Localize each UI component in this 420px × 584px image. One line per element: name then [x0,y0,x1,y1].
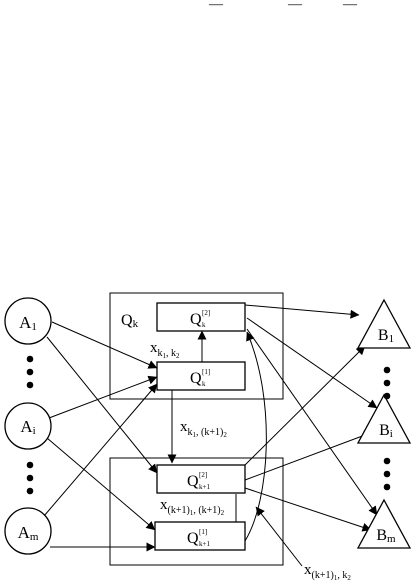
queue-box-k-2: Q [2] k [156,302,246,332]
edge-label-leader [255,506,303,567]
queue-k-plus-1-2-sup: [2] [199,471,207,479]
source-ai-label: Ai [20,417,35,437]
edge-qk12-b1 [243,345,366,467]
group-label-upper: Qk [121,312,139,330]
sink-b1-label: B1 [378,327,394,345]
sink-bi-label: Bi [379,422,393,440]
right-ellipsis-lower [383,457,391,491]
queue-k-plus-1-2-letter: Q [187,473,199,490]
sink-node-bi: Bi [356,393,412,444]
edge-qk2-b1 [244,304,360,319]
queue-k-plus-1-1-letter: Q [187,530,199,547]
group-frame-lower [109,457,284,566]
edge-ai-qk11 [46,437,156,531]
left-ellipsis-lower [26,461,34,495]
source-a1-label: A1 [19,313,37,333]
sink-node-bm: Bm [356,498,412,549]
edge-label-x-kp11-kp12: x(k+1)1, (k+1)2 [160,497,225,517]
queue-box-k-1: Q [1] k [156,361,246,391]
source-node-am: Am [4,507,52,555]
edge-label-x-k1-k2: xk1, k2 [150,340,180,360]
right-ellipsis-upper [383,366,391,400]
queue-k-1-sub: k [202,380,206,388]
edge-a1-qk12 [46,336,158,474]
queue-k-plus-1-1-sub: k+1 [199,540,210,548]
source-am-label: Am [18,523,39,543]
edge-qk11-qk2 [244,331,267,542]
queue-k-1-sup: [1] [202,368,210,376]
top-mark: — [342,0,358,12]
queue-k-2-sup: [2] [202,309,210,317]
sink-node-b1: B1 [356,298,412,349]
source-node-a1: A1 [4,297,52,345]
queue-k-2-letter: Q [190,311,202,328]
queue-k-plus-1-2-sub: k+1 [199,483,210,491]
queue-box-k-plus-1-2: Q [2] k+1 [156,464,246,494]
edge-a1-qk1 [51,321,158,369]
edge-qk2-bm [246,328,378,516]
edges [43,304,378,567]
top-mark: — [287,0,303,12]
edge-qk12-bi [244,430,374,481]
queue-k-2-sub: k [202,321,206,329]
edge-qk12-bm [244,487,372,532]
queue-k-plus-1-1-sup: [1] [199,528,207,536]
top-marks: — — — [208,0,358,12]
queue-box-k-plus-1-1: Q [1] k+1 [154,521,246,551]
edge-ai-qk1 [48,375,158,419]
top-mark: — [208,0,224,12]
source-node-ai: Ai [4,402,52,450]
left-ellipsis-upper [26,355,34,389]
edge-label-x-kp11-k2: x(k+1)1, k2 [304,562,351,582]
queue-k-1-letter: Q [190,370,202,387]
edge-label-x-k1-kp12: xk1, (k+1)2 [180,419,227,439]
group-frame-upper [109,292,284,400]
edge-am-qk1 [43,383,158,517]
sink-bm-label: Bm [376,527,396,545]
edge-qk2-bi [246,317,378,409]
